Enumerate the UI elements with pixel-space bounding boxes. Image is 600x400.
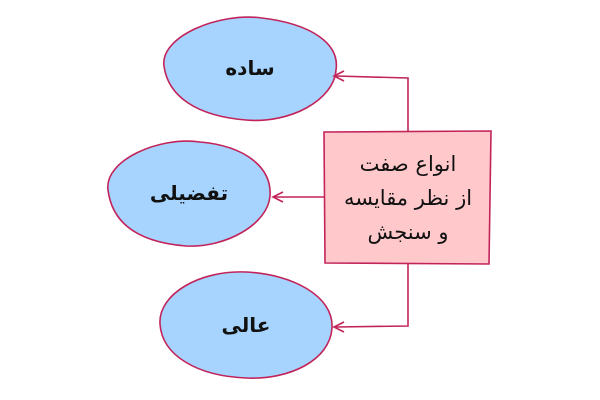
arrowhead-sade-icon [332, 70, 345, 82]
center-node-label: انواع صفت از نظر مقایسه و سنجش [330, 147, 486, 249]
node-label-tafzili: تفضیلی [149, 181, 229, 205]
center-node-box [323, 130, 492, 265]
arrowhead-tafzili-icon [271, 191, 284, 203]
node-ellipse-aali [159, 271, 333, 379]
connector-to-sade [335, 75, 409, 132]
node-ellipse-sade [163, 16, 338, 122]
node-label-sade: ساده [225, 56, 275, 80]
center-node-line-3: و سنجش [367, 220, 449, 244]
node-ellipse-tafzili [107, 140, 271, 247]
node-label-aali: عالی [221, 313, 271, 337]
arrowhead-aali-icon [332, 321, 345, 333]
connector-to-aali [335, 264, 409, 328]
center-node-line-1: انواع صفت [359, 152, 457, 176]
center-node-line-2: از نظر مقایسه [343, 186, 473, 210]
